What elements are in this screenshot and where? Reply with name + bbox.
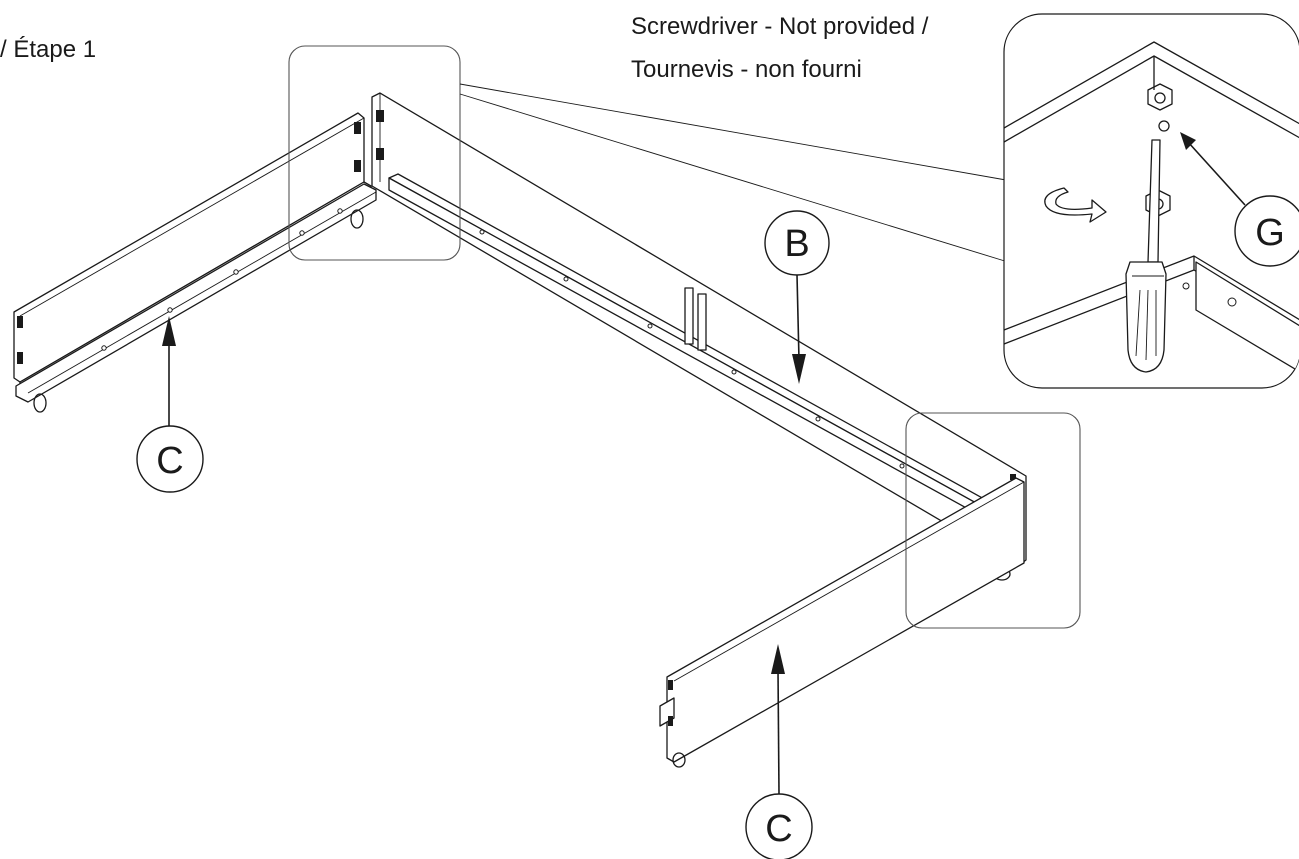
svg-text:C: C (156, 440, 183, 482)
step-title: / Étape 1 (0, 36, 97, 63)
bracket-icon (17, 122, 361, 364)
caster-wheel-icon (33, 209, 364, 413)
svg-text:G: G (1255, 212, 1285, 254)
callout-g: G (1180, 132, 1299, 267)
callout-c-bottom: C (745, 644, 813, 859)
left-side-panel (13, 112, 377, 413)
screwdriver-icon (1125, 139, 1167, 373)
callout-b: B (764, 210, 830, 384)
right-side-panel (659, 477, 1025, 768)
svg-text:C: C (765, 808, 792, 850)
zoom-inset (1003, 13, 1299, 389)
tool-note-line2: Tournevis - non fourni (631, 56, 862, 83)
back-panel-b (371, 92, 1027, 581)
rotation-arrow-icon (1044, 187, 1107, 223)
callout-c-left: C (136, 316, 204, 493)
svg-text:B: B (784, 223, 809, 265)
tool-note-line1: Screwdriver - Not provided / (631, 13, 929, 40)
detail-box-top (288, 45, 461, 261)
detail-box-corner (905, 412, 1081, 629)
